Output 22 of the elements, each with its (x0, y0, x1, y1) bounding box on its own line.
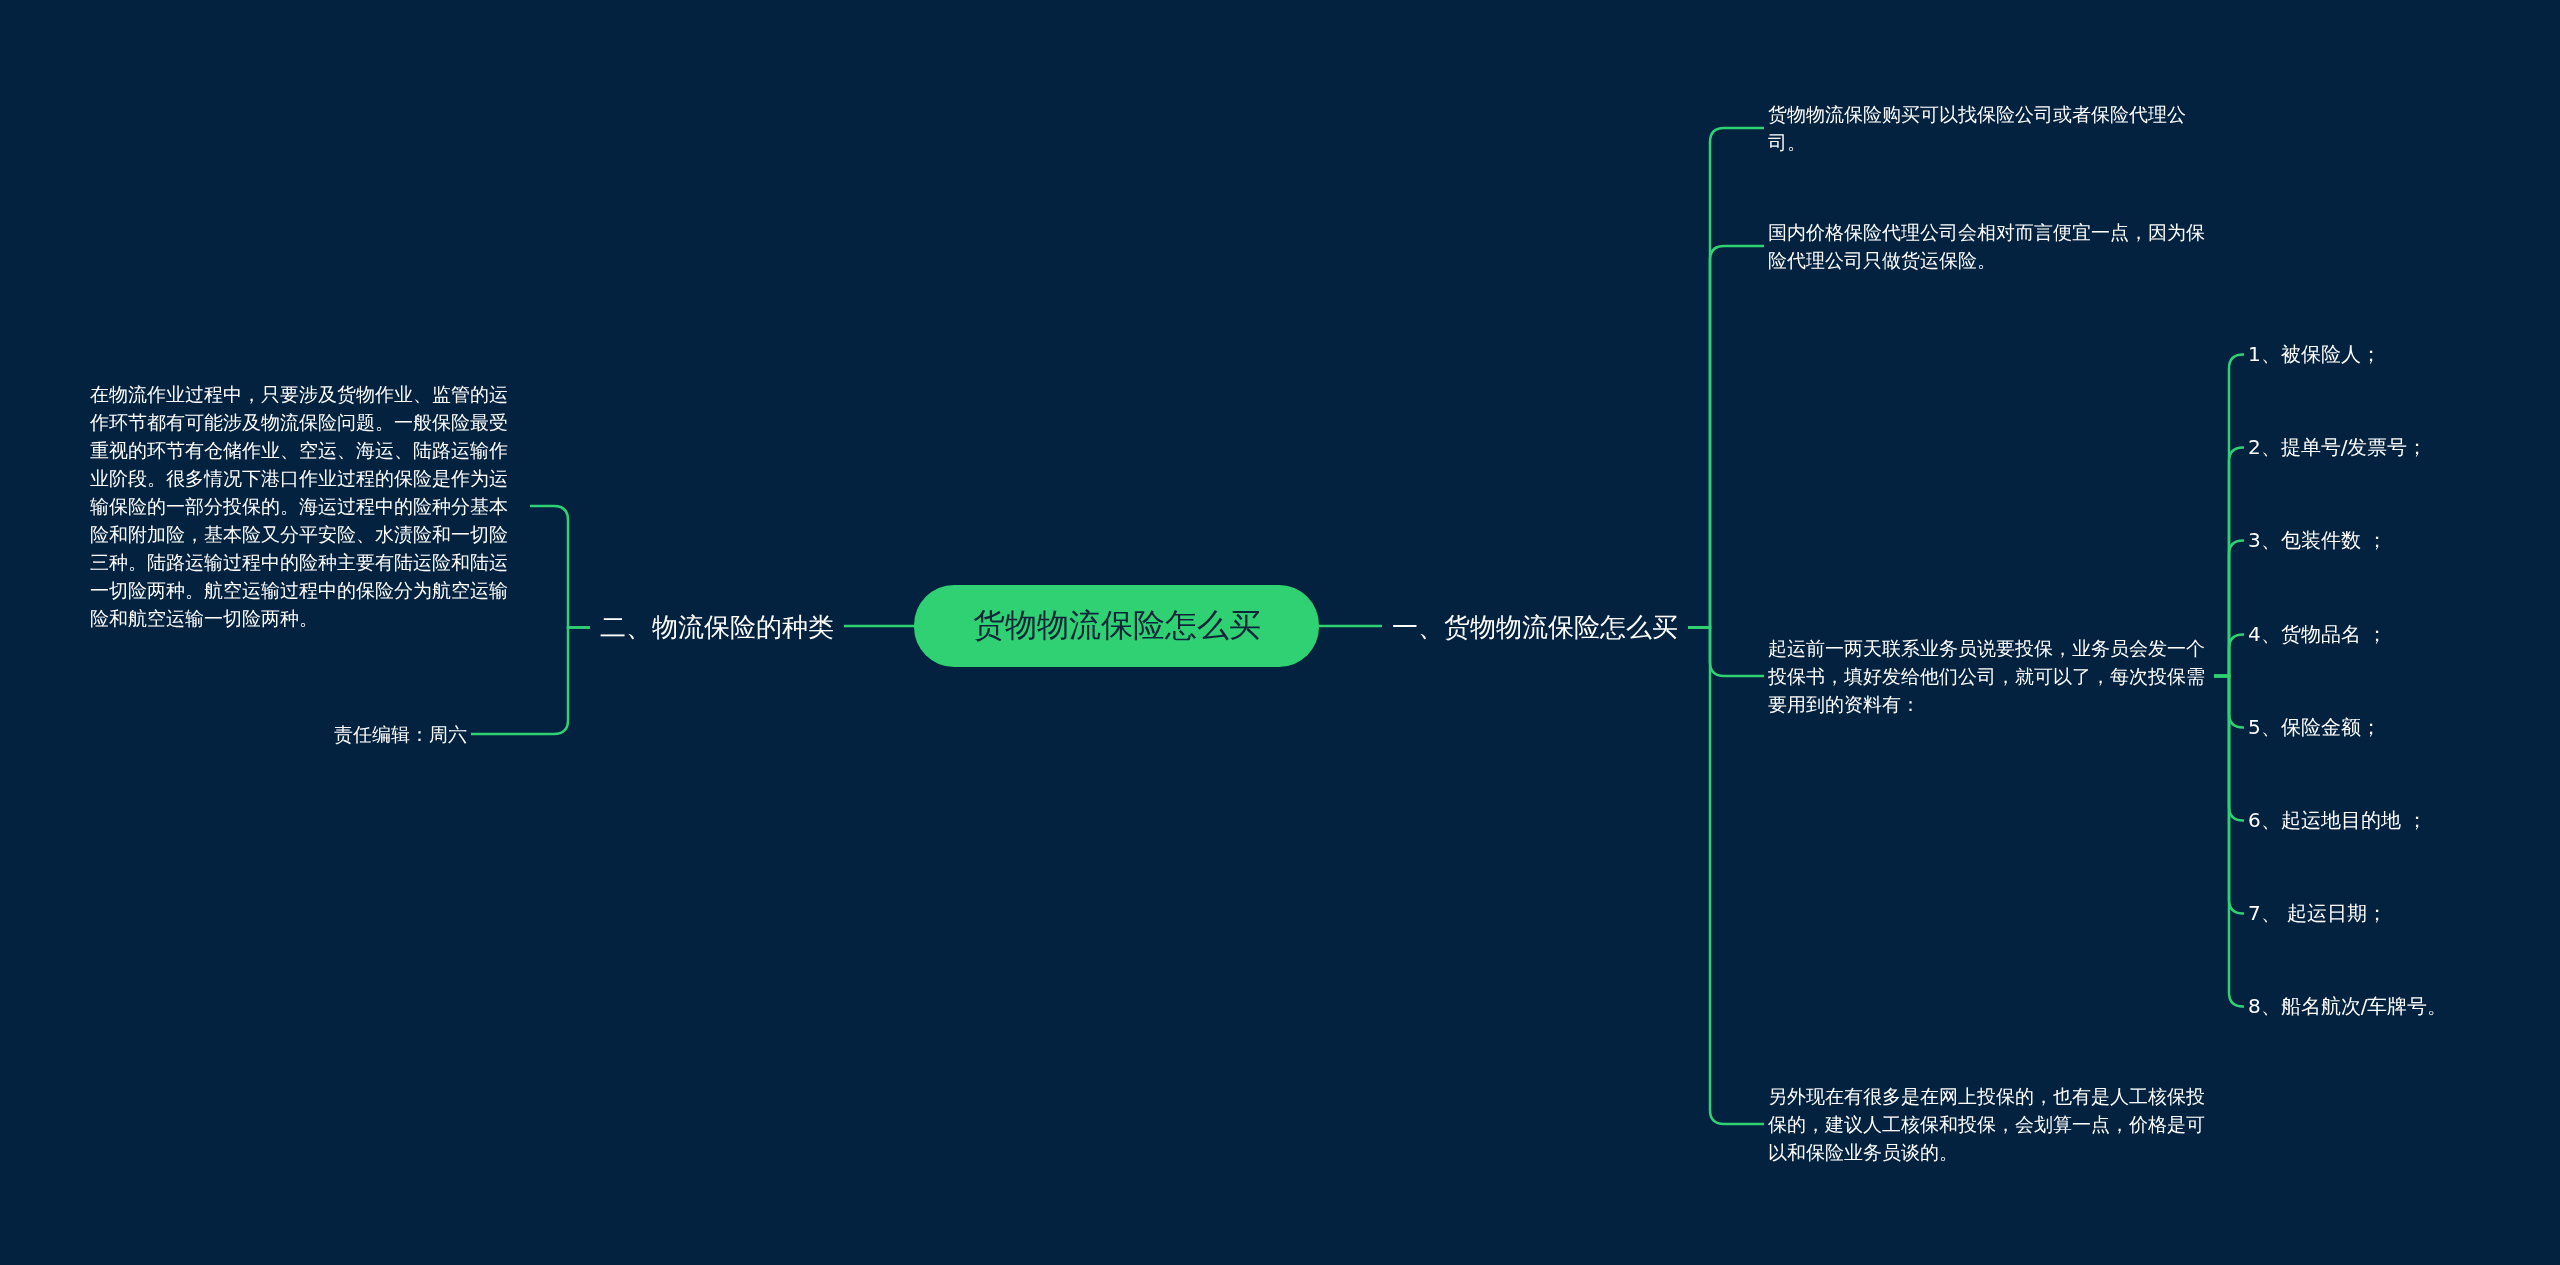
list-item: 4、货物品名 ； (2244, 619, 2392, 650)
list-item: 7、 起运日期； (2244, 898, 2392, 929)
list-item: 2、提单号/发票号； (2244, 432, 2432, 463)
connector-line (1319, 624, 1382, 628)
leaf-text: 国内价格保险代理公司会相对而言便宜一点，因为保险代理公司只做货运保险。 (1764, 218, 2214, 274)
connector-line (1688, 626, 1764, 1126)
list-item: 5、保险金额； (2244, 712, 2385, 743)
leaf-text: 起运前一两天联系业务员说要投保，业务员会发一个投保书，填好发给他们公司，就可以了，每次投保需要用到的资料有： (1764, 634, 2214, 718)
central-topic: 货物物流保险怎么买 (914, 585, 1319, 667)
list-item: 8、船名航次/车牌号。 (2244, 991, 2452, 1022)
list-item: 3、包装件数 ； (2244, 525, 2392, 556)
branch-topic: 二、物流保险的种类 (590, 604, 844, 651)
leaf-text: 货物物流保险购买可以找保险公司或者保险代理公司。 (1764, 100, 2214, 156)
leaf-text: 另外现在有很多是在网上投保的，也有是人工核保投保的，建议人工核保和投保，会划算一点，价格是可以和保险业务员谈的。 (1764, 1082, 2214, 1166)
connector-line (471, 626, 590, 736)
branch-topic: 一、货物物流保险怎么买 (1382, 604, 1688, 651)
list-item: 1、被保险人； (2244, 339, 2385, 370)
list-item: 6、起运地目的地 ； (2244, 805, 2432, 836)
connector-line (2214, 674, 2245, 1008)
leaf-text: 在物流作业过程中，只要涉及货物作业、监管的运作环节都有可能涉及物流保险问题。一般保险最受重视的环节有仓储作业、空运、海运、陆路运输作业阶段。很多情况下港口作业过程的保险是作为运输保险的一部分投保的。海运过程中的险种分基本险和附加险，基本险又分平安险、水渍险和一切险三种。陆路运输过程中的险种主要有陆运险和陆运一切险两种。航空运输过程中的保险分为航空运输险和航空运输一切险两种。 (86, 380, 530, 632)
connector-line (844, 624, 914, 628)
note-text: 责任编辑：周六 (330, 720, 471, 748)
